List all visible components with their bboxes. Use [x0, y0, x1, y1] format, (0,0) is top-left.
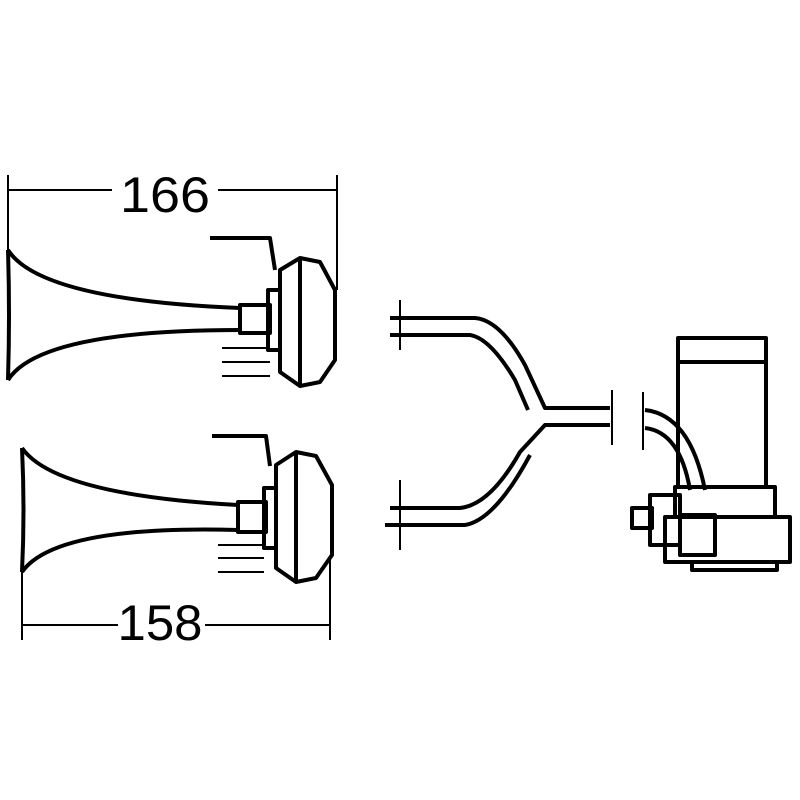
lower-horn	[20, 434, 334, 584]
dimension-166: 166	[7, 167, 338, 290]
dimension-label-158: 158	[118, 595, 203, 651]
dimension-158: 158	[21, 560, 331, 651]
y-piece-tubing	[385, 300, 644, 550]
compressor	[630, 336, 792, 572]
upper-horn	[6, 236, 337, 388]
dimension-label-166: 166	[120, 167, 210, 223]
